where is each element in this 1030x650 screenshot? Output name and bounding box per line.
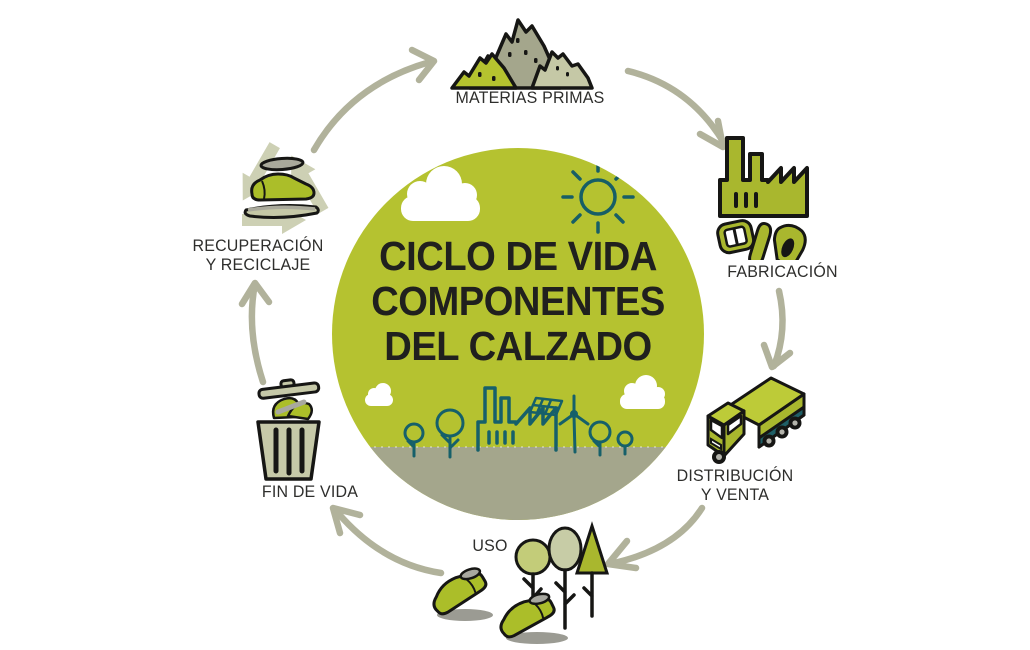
sneaker-left [424,561,493,619]
discarded-shoes [271,396,313,421]
arrow-recuperacion-to-materias-primas [310,46,438,154]
label-fin-de-vida: FIN DE VIDA [261,482,359,501]
trash-lid [257,378,321,400]
title-line-3: DEL CALZADO [384,323,652,369]
shoe-toe-icon [772,223,807,260]
truck-icon [706,376,806,464]
small-cloud-left-icon [365,383,393,406]
recycle-shoe-icon [230,138,336,234]
title-line-2: COMPONENTES [371,278,665,324]
sun-icon [561,160,635,234]
shoe-shadow [506,632,568,644]
center-circle: CICLO DE VIDA COMPONENTES DEL CALZADO [332,148,704,520]
label-uso: USO [472,536,508,555]
arrow-materias-primas-to-fabricacion [624,67,728,151]
layered-shoe [243,156,320,219]
diagram-title: CICLO DE VIDA COMPONENTES DEL CALZADO [345,234,691,369]
eco-skyline-icon [403,386,634,459]
ground [332,447,704,520]
shoe-shadow [437,609,493,621]
label-fabricacion: FABRICACIÓN [727,262,838,281]
trash-can-icon [256,378,321,481]
factory-icon [716,136,809,260]
label-distribucion-venta: DISTRIBUCIÓN Y VENTA [676,466,794,505]
arrow-fabricacion-to-distribucion [760,287,794,371]
shoe-buckle-icon [716,219,756,255]
title-line-1: CICLO DE VIDA [379,233,657,279]
mountains-icon [450,18,594,90]
arrow-fin-de-vida-to-recuperacion [238,279,273,386]
cloud-icon [401,166,480,221]
sneaker-right [492,586,561,642]
sneakers-trees-icon [424,521,610,644]
label-recuperacion-reciclaje: RECUPERACIÓN Y RECICLAJE [192,236,324,275]
small-cloud-right-icon [620,375,665,409]
shoe-sole-icon [748,221,773,260]
label-materias-primas: MATERIAS PRIMAS [455,88,605,107]
circle-scene [332,160,704,520]
